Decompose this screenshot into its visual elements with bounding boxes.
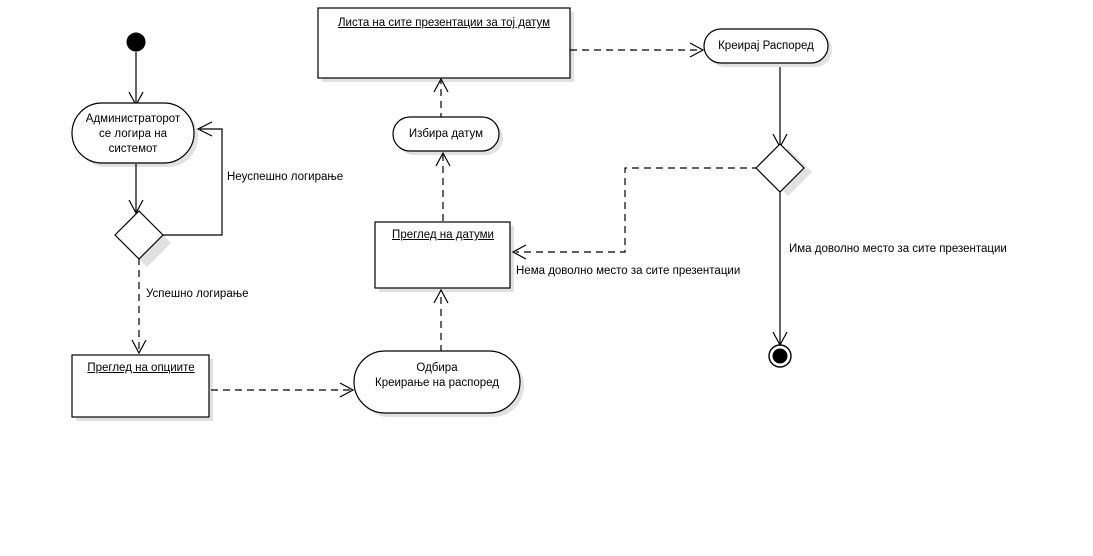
edge-failed-login-loop: [163, 121, 223, 236]
activity-choose-create-schedule[interactable]: [353, 350, 521, 414]
edge-dates-to-pickdate: [435, 151, 451, 221]
edge-successful-login: [131, 258, 147, 355]
initial-node[interactable]: [126, 32, 146, 52]
edge-choose-to-dates: [433, 288, 449, 352]
decision-capacity[interactable]: [755, 143, 805, 193]
activity-pick-date[interactable]: [392, 116, 500, 152]
object-options-view[interactable]: [71, 354, 210, 418]
edge-pickdate-to-list: [433, 77, 449, 120]
edge-initial-to-login: [128, 52, 144, 107]
activity-login[interactable]: [71, 102, 195, 164]
decision-login-result[interactable]: [114, 210, 164, 260]
edge-not-enough-space: [511, 167, 759, 260]
edge-options-to-choose: [211, 382, 355, 398]
edge-enough-space: [772, 192, 788, 347]
final-node[interactable]: [768, 344, 792, 368]
object-dates-view[interactable]: [374, 221, 511, 289]
edge-list-to-create-schedule: [570, 42, 705, 58]
activity-create-schedule[interactable]: [703, 28, 829, 64]
object-presentations-list[interactable]: [317, 7, 571, 79]
edge-login-to-decision: [128, 164, 144, 215]
edge-create-to-capacity-decision: [772, 67, 788, 149]
